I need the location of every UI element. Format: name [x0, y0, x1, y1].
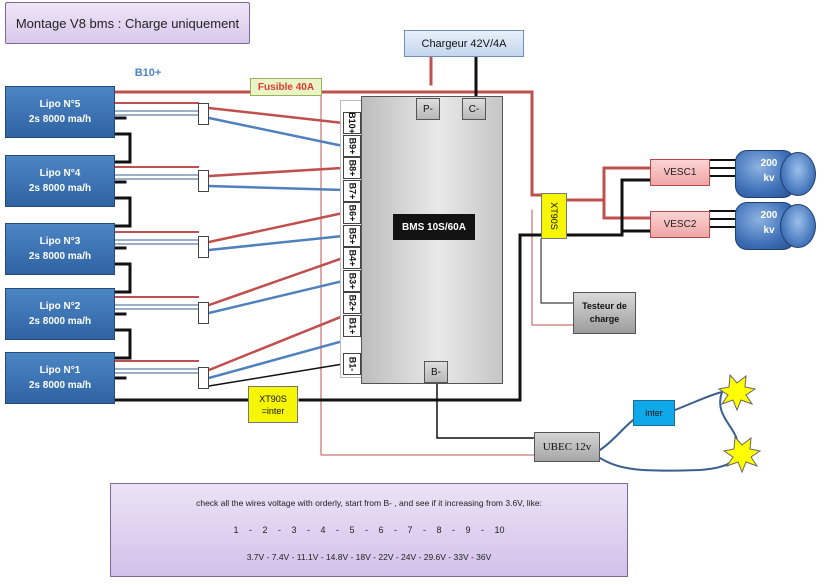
lipo-spec: 2s 8000 ma/h: [28, 380, 92, 391]
lipo-1: Lipo N°1 2s 8000 ma/h: [5, 352, 115, 404]
lipo-spec: 2s 8000 ma/h: [28, 251, 92, 262]
bms-c-minus-terminal: C-: [462, 98, 486, 120]
pin-b9-plus: B9+: [343, 135, 361, 157]
vesc-2: VESC2: [650, 211, 710, 238]
lipo-name: Lipo N°1: [39, 365, 81, 376]
xt90s-switch: XT90S =inter: [248, 386, 298, 423]
lipo-spec: 2s 8000 ma/h: [28, 114, 92, 125]
fuse-box: Fusible 40A: [250, 78, 322, 96]
vesc-1: VESC1: [650, 159, 710, 186]
lipo-3: Lipo N°3 2s 8000 ma/h: [5, 223, 115, 275]
pin-b1-minus: B1-: [343, 353, 361, 375]
bms-p-minus-terminal: P-: [416, 98, 440, 120]
main-positive-wire: [113, 90, 543, 197]
lipo-name: Lipo N°4: [39, 168, 81, 179]
pin-b8-plus: B8+: [343, 157, 361, 179]
pin-b5-plus: B5+: [343, 225, 361, 247]
balance-connector: [198, 103, 209, 125]
lipo-name: Lipo N°5: [39, 99, 81, 110]
lipo-5: Lipo N°5 2s 8000 ma/h: [5, 86, 115, 138]
pin-b6-plus: B6+: [343, 202, 361, 224]
balance-connector: [198, 170, 209, 192]
diagram-title: Montage V8 bms : Charge uniquement: [5, 2, 250, 44]
pin-b7-plus: B7+: [343, 180, 361, 202]
pin-b2-plus: B2+: [343, 292, 361, 314]
balance-connector: [198, 236, 209, 258]
xt90s-connector: XT90S: [541, 193, 567, 239]
lipo-name: Lipo N°2: [39, 301, 81, 312]
balance-connector: [198, 367, 209, 389]
b10-label: B10+: [134, 67, 162, 79]
bms-b-minus-terminal: B-: [424, 361, 448, 383]
note-sequence: 1 - 2 - 3 - 4 - 5 - 6 - 7 - 8 - 9 - 10: [233, 524, 505, 535]
pin-b1-plus: B1+: [343, 315, 361, 337]
pin-b10-plus: B10+: [343, 112, 361, 134]
lipo-name: Lipo N°3: [39, 236, 81, 247]
lipo-spec: 2s 8000 ma/h: [28, 316, 92, 327]
pin-b3-plus: B3+: [343, 270, 361, 292]
lipo-4: Lipo N°4 2s 8000 ma/h: [5, 155, 115, 207]
voltage-check-note: check all the wires voltage with orderly…: [110, 483, 628, 577]
spark-icon: [717, 373, 757, 412]
bms-label: BMS 10S/60A: [393, 214, 475, 240]
note-instruction: check all the wires voltage with orderly…: [196, 498, 542, 509]
balance-connector: [198, 302, 209, 324]
note-voltages: 3.7V - 7.4V - 11.1V - 14.8V - 18V - 22V …: [246, 551, 492, 562]
pin-b4-plus: B4+: [343, 247, 361, 269]
lipo-spec: 2s 8000 ma/h: [28, 183, 92, 194]
ubec-box: UBEC 12v: [534, 432, 600, 462]
lipo-2: Lipo N°2 2s 8000 ma/h: [5, 288, 115, 340]
spark-icon: [722, 435, 762, 474]
bms-board: [361, 96, 503, 384]
inter-switch: inter: [633, 400, 675, 426]
charger-box: Chargeur 42V/4A: [404, 30, 524, 57]
charge-tester: Testeur de charge: [573, 292, 636, 334]
